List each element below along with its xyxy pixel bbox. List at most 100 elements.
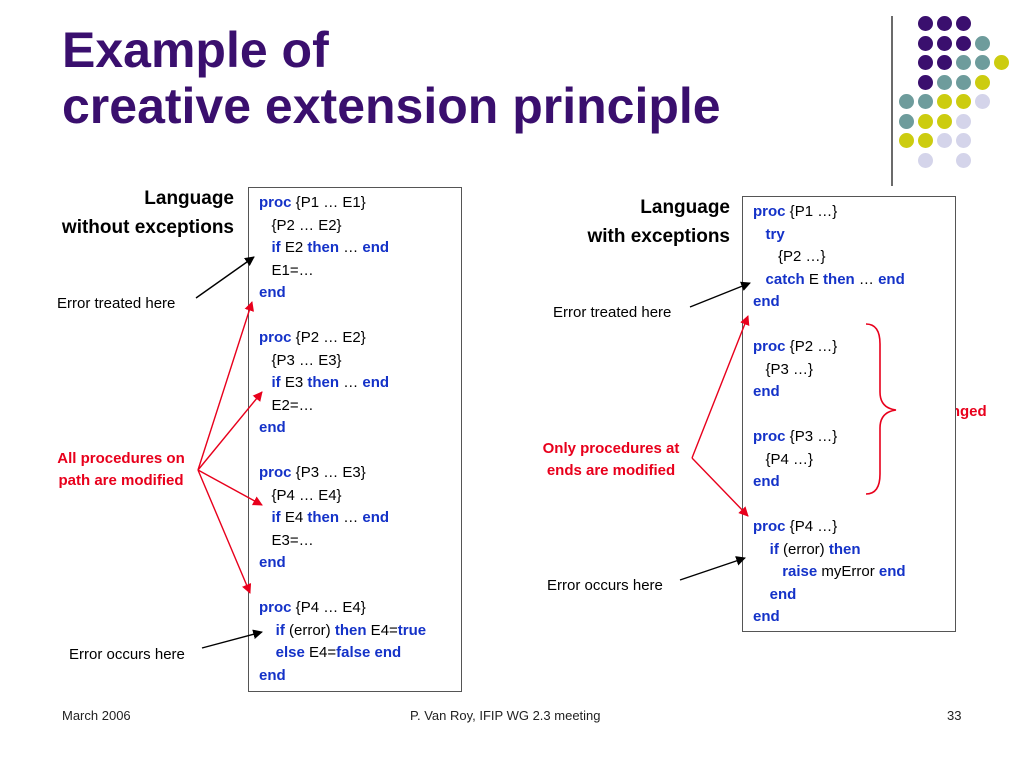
footer-page-number: 33 — [947, 708, 962, 723]
code-line: end — [259, 667, 286, 685]
code-line: E3=… — [259, 532, 314, 550]
decor-dot — [937, 94, 952, 109]
decor-dot — [937, 133, 952, 148]
code-line: if E3 then … end — [259, 374, 390, 392]
decor-dot — [937, 74, 952, 90]
right-red-arrow-2 — [691, 457, 749, 517]
decor-dot — [975, 35, 990, 51]
title-line-1: Example of — [62, 22, 329, 78]
right-occurs-arrow — [679, 556, 746, 581]
unchanged-brace — [865, 323, 897, 495]
left-error-occurs-note: Error occurs here — [69, 646, 185, 663]
code-line: if (error) then — [753, 541, 861, 559]
decor-dot — [937, 113, 952, 129]
title-line-2: creative extension principle — [62, 78, 721, 134]
decor-dot — [918, 94, 933, 109]
code-keyword: if — [275, 621, 285, 639]
code-line: {P4 …} — [753, 450, 814, 469]
code-line: raise myError end — [753, 563, 906, 581]
code-keyword: proc — [259, 599, 292, 616]
code-text: {P3 …} — [785, 428, 838, 445]
left-red-arrow-4 — [197, 469, 252, 594]
code-line: proc {P3 … E3} — [259, 464, 366, 482]
left-treated-arrow — [195, 256, 255, 299]
code-keyword: if — [271, 239, 281, 256]
code-keyword: proc — [259, 194, 292, 211]
decor-vertical-line — [891, 16, 893, 186]
decor-dot — [975, 94, 990, 109]
code-keyword: end — [753, 383, 780, 400]
code-text: (error) — [284, 621, 335, 639]
code-text: … — [339, 239, 363, 256]
footer-center: P. Van Roy, IFIP WG 2.3 meeting — [410, 708, 601, 723]
decor-dot — [918, 152, 933, 168]
code-line: catch E then … end — [753, 271, 905, 289]
code-keyword: then — [307, 374, 340, 391]
code-text: {P1 … E1} — [291, 194, 366, 211]
code-text: {P2 … E2} — [291, 329, 366, 346]
code-keyword: then — [307, 239, 340, 256]
decor-dot — [918, 16, 933, 31]
code-line: try — [753, 226, 785, 244]
code-keyword: end — [878, 563, 906, 580]
code-line: E1=… — [259, 262, 314, 280]
code-keyword: end — [259, 419, 286, 436]
left-error-treated-note: Error treated here — [57, 295, 176, 312]
code-line: {P2 … E2} — [259, 217, 342, 235]
code-line: end — [753, 586, 797, 604]
footer-date: March 2006 — [62, 708, 131, 723]
code-keyword: proc — [259, 464, 292, 481]
decor-dot — [899, 133, 914, 148]
code-keyword: catch — [765, 270, 805, 288]
code-text: myError — [817, 563, 879, 580]
code-keyword: proc — [753, 203, 786, 220]
code-text: E4 — [280, 509, 308, 526]
code-keyword: then — [334, 621, 367, 639]
code-keyword: then — [823, 270, 855, 288]
code-keyword: false — [336, 644, 371, 661]
code-text: {P2 …} — [753, 248, 826, 265]
code-text: {P4 …} — [753, 450, 814, 468]
code-line: proc {P3 …} — [753, 428, 837, 446]
right-label-line-2: with exceptions — [587, 226, 730, 247]
code-keyword: then — [307, 509, 340, 526]
code-text: {P4 …} — [785, 518, 838, 535]
code-line: {P2 …} — [753, 248, 826, 266]
code-line: if (error) then E4=true — [259, 622, 426, 640]
left-red-line-1: All procedures on — [57, 450, 185, 467]
code-keyword: else — [275, 644, 305, 661]
right-language-label: Language with exceptions — [587, 193, 730, 251]
code-line: proc {P4 … E4} — [259, 599, 366, 617]
code-line: end — [753, 473, 780, 491]
right-red-line-2: ends are modified — [546, 462, 676, 479]
decor-dot — [956, 133, 971, 148]
code-keyword: proc — [259, 329, 292, 346]
code-keyword: end — [362, 509, 390, 526]
decor-dot — [937, 16, 952, 31]
code-text: {P4 … E4} — [291, 599, 366, 616]
code-text: E — [804, 270, 824, 288]
code-line: end — [259, 554, 286, 572]
right-treated-arrow — [689, 281, 751, 308]
code-line: E2=… — [259, 397, 314, 415]
code-line: if E2 then … end — [259, 239, 390, 257]
code-keyword: end — [259, 666, 286, 684]
code-line: proc {P4 …} — [753, 518, 837, 536]
decor-dot — [937, 35, 952, 51]
code-keyword: then — [828, 540, 861, 558]
code-keyword: true — [397, 621, 427, 639]
code-line: {P4 … E4} — [259, 487, 342, 505]
code-keyword: try — [765, 225, 785, 243]
decor-dot — [956, 152, 971, 168]
right-code-box: proc {P1 …} try {P2 …} catch E then … en… — [742, 196, 956, 632]
code-text: … — [854, 270, 879, 288]
decor-dot — [918, 113, 933, 129]
left-red-arrow-3 — [197, 469, 263, 506]
left-red-arrow-1 — [197, 301, 254, 471]
code-text: {P3 … E3} — [259, 351, 342, 369]
code-line: end — [753, 383, 780, 401]
code-text: E3 — [280, 374, 308, 391]
code-keyword: end — [753, 473, 780, 490]
left-label-line-1: Language — [144, 188, 234, 209]
code-line: proc {P1 …} — [753, 203, 837, 221]
